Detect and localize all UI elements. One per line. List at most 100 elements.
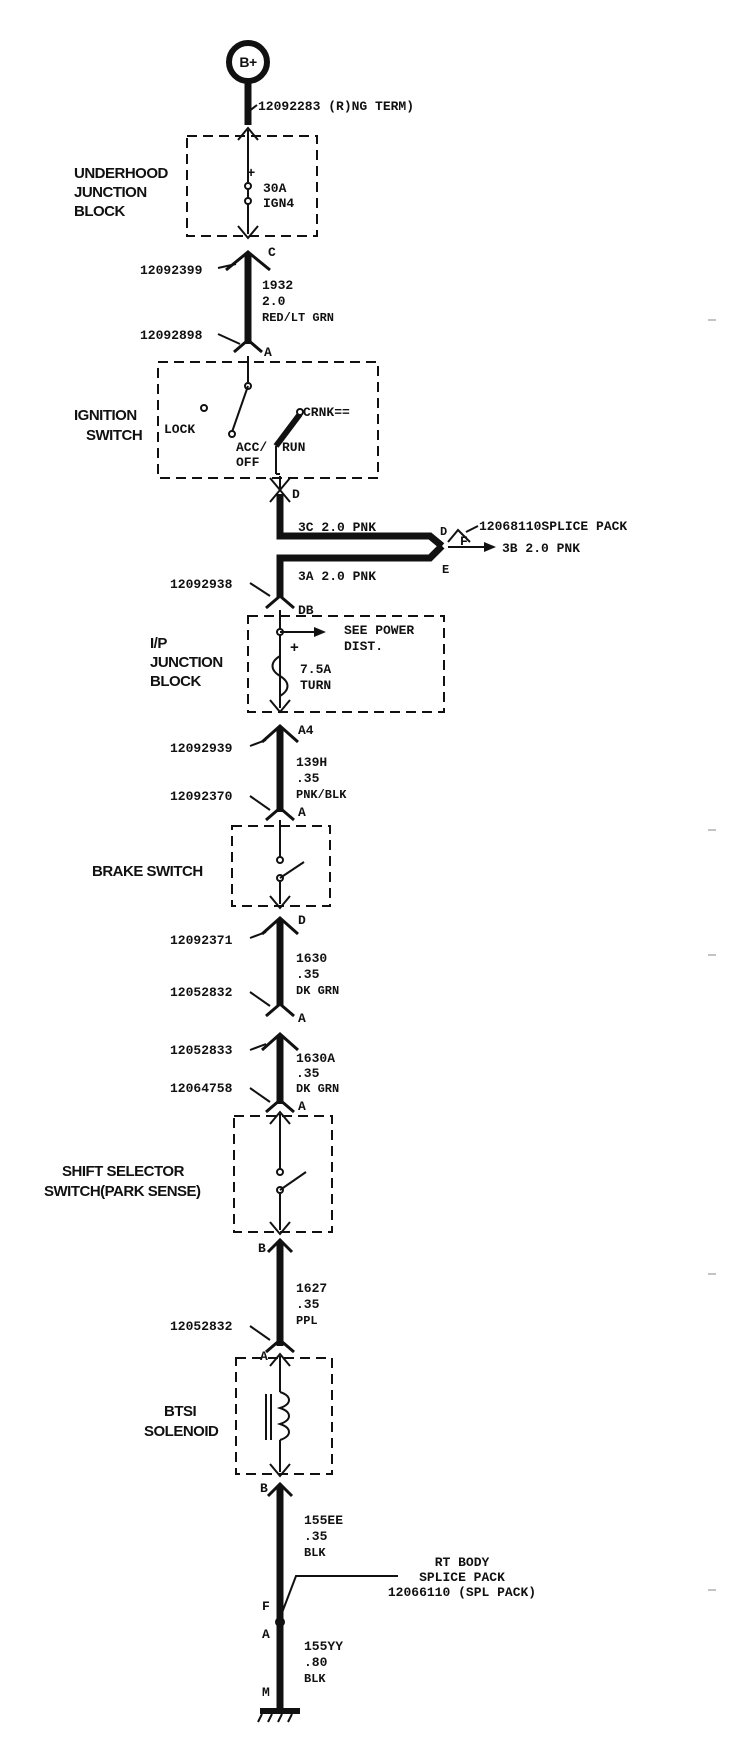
crnk-contact: [296, 408, 304, 416]
run-crnk-bar: [273, 412, 303, 448]
btsi-solenoid-box: [235, 1357, 333, 1475]
wire-1932-circuit: 1932: [262, 278, 293, 293]
rt-splice-label-3: 12066110 (SPL PACK): [388, 1585, 536, 1600]
connector-12092898-label: 12092898: [140, 328, 203, 343]
connector-12092938: [265, 594, 295, 610]
connector-12092898: [233, 338, 263, 354]
rt-splice-pin-f: F: [262, 1599, 270, 1614]
wire-1932-pin-a: A: [264, 345, 272, 360]
fuse-contact-bottom: [244, 197, 252, 205]
underhood-name-2: JUNCTION: [74, 184, 147, 201]
battery-label: B+: [239, 54, 257, 70]
rt-splice-leader: [279, 1575, 398, 1619]
shift-in-arrow: [269, 1110, 291, 1125]
splice-f-connector: [447, 528, 471, 543]
splice-pin-db: DB: [298, 603, 314, 618]
ignition-acc-label: ACC/: [236, 440, 267, 455]
connector-12092399-label: 12092399: [140, 263, 203, 278]
wire-1932-color: RED/LT GRN: [262, 311, 334, 325]
connector-12092939-label: 12092939: [170, 741, 233, 756]
wire-1630a-circuit: 1630A: [296, 1051, 335, 1066]
ignition-pin-d: D: [292, 487, 300, 502]
btsi-coil-symbol: [276, 1391, 290, 1441]
ip-pin-a4: A4: [298, 723, 314, 738]
ignition-blade: [231, 385, 249, 433]
ignition-lock-label: LOCK: [164, 422, 195, 437]
connector-12052832-leader: [249, 991, 271, 1007]
splice-pin-f: F: [460, 534, 468, 549]
brake-blade: [279, 861, 305, 879]
underhood-out-arrow: [237, 225, 259, 240]
wire-1630-pin-a: A: [298, 1011, 306, 1026]
connector-12092370-leader: [249, 795, 271, 811]
ground-hatch-4: [287, 1713, 293, 1723]
connector-12092938-leader: [249, 582, 271, 597]
wire-1932-gauge: 2.0: [262, 294, 286, 309]
wire-139h-circuit: 139H: [296, 755, 327, 770]
wire-3a-label: 3A 2.0 PNK: [298, 569, 376, 584]
ip-see-1: SEE POWER: [344, 623, 414, 638]
shift-contact-top: [276, 1168, 284, 1176]
splice-pin-e: E: [442, 563, 449, 577]
wire-1630-circuit: 1630: [296, 951, 327, 966]
ip-name-3: BLOCK: [150, 673, 201, 690]
wire-155ee-circuit: 155EE: [304, 1513, 343, 1528]
ignition-off-label: OFF: [236, 455, 260, 470]
wire-1630a-gauge: .35: [296, 1066, 320, 1081]
ground-hatch-1: [257, 1713, 263, 1723]
ground-hatch-3: [277, 1713, 283, 1723]
btsi-name-2: SOLENOID: [144, 1423, 219, 1440]
wire-1630-gauge: .35: [296, 967, 320, 982]
connector-12092898-leader: [217, 333, 241, 345]
wire-139h-gauge: .35: [296, 771, 320, 786]
shift-name-1: SHIFT SELECTOR: [62, 1163, 185, 1180]
underhood-junction-block-box: [186, 135, 318, 237]
wire-3a: [276, 543, 445, 598]
underhood-in-arrow: [237, 126, 259, 141]
wire-1627-color: PPL: [296, 1314, 318, 1328]
ip-name-1: I/P: [150, 635, 167, 652]
splice-branch-label: 3B 2.0 PNK: [502, 541, 580, 556]
ignition-switch-box: [157, 361, 379, 479]
battery-terminal: B+: [226, 40, 270, 84]
connector-12092371-label: 12092371: [170, 933, 233, 948]
btsi-out-arrow: [269, 1463, 291, 1478]
ground-bar: [260, 1708, 300, 1714]
lock-contact: [200, 404, 208, 412]
btsi-in-arrow: [269, 1352, 291, 1367]
wire-155yy-gauge: .80: [304, 1655, 328, 1670]
underhood-name-1: UNDERHOOD: [74, 165, 169, 182]
shift-pin-b: B: [258, 1241, 266, 1256]
underhood-name-3: BLOCK: [74, 203, 125, 220]
ignition-run-label: RUN: [282, 440, 305, 455]
brake-pin-d: D: [298, 913, 306, 928]
ip-see-arrow: [314, 627, 326, 637]
wire-1627-connector-leader: [249, 1325, 271, 1341]
ground-symbol: [257, 1708, 300, 1723]
brake-contact-top: [276, 856, 284, 864]
ip-junction-block-box: [247, 615, 445, 713]
underhood-pin-c: C: [268, 245, 276, 260]
rt-splice-label-2: SPLICE PACK: [419, 1570, 505, 1585]
ignition-name-1: IGNITION: [74, 407, 137, 424]
ip-fuse-name: TURN: [300, 678, 331, 693]
ignition-name-2: SWITCH: [86, 427, 142, 444]
ground-hatch-2: [267, 1713, 273, 1723]
ip-name-2: JUNCTION: [150, 654, 223, 671]
wire-1627-gauge: .35: [296, 1297, 320, 1312]
wire-155ee-color: BLK: [304, 1546, 326, 1560]
battery-circle: [226, 40, 270, 84]
ip-out-arrow: [269, 699, 291, 714]
connector-12092938-label: 12092938: [170, 577, 233, 592]
rt-splice-pin-a: A: [262, 1627, 270, 1642]
brake-name: BRAKE SWITCH: [92, 863, 203, 880]
wire-1630a-pin-a: A: [298, 1099, 306, 1114]
splice-branch-arrow: [484, 542, 496, 552]
connector-12064758: [265, 1098, 295, 1114]
brake-out-arrow: [269, 895, 291, 910]
connector-12064758-leader: [249, 1087, 271, 1103]
ip-fuse-symbol: [271, 655, 289, 697]
ip-fuse-amp: 7.5A: [300, 662, 331, 677]
